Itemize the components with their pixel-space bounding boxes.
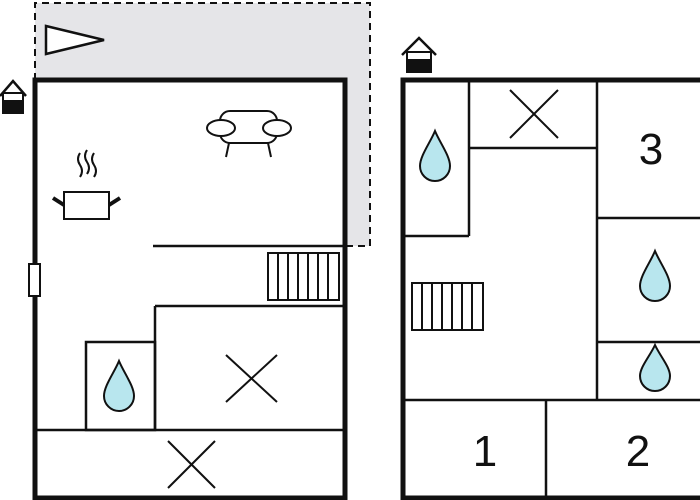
cross-icon	[225, 354, 278, 403]
cross-icon	[167, 440, 216, 489]
water-drop-icon	[638, 342, 672, 392]
room-number-3: 3	[639, 125, 663, 174]
house-entrance-icon	[401, 36, 437, 73]
terrace-area	[35, 3, 370, 246]
stairs-icon	[267, 252, 340, 301]
house-entrance-icon	[0, 79, 27, 114]
water-drop-icon	[102, 358, 136, 412]
stairs-icon	[411, 282, 484, 331]
terrace-outline	[34, 2, 371, 247]
cross-icon	[509, 89, 559, 139]
upper-floor-plan: 3 1 2	[400, 36, 700, 500]
water-drop-icon	[638, 248, 672, 302]
upper-floor-outer-wall	[400, 77, 700, 500]
triangle-direction-icon	[44, 24, 105, 56]
sofa-icon	[206, 110, 292, 158]
room-number-2: 2	[626, 427, 650, 476]
ground-floor-plan	[0, 2, 371, 500]
cooking-pot-icon	[51, 149, 122, 220]
door-icon	[28, 263, 41, 297]
room-number-1: 1	[473, 427, 497, 476]
water-drop-icon	[418, 128, 452, 182]
